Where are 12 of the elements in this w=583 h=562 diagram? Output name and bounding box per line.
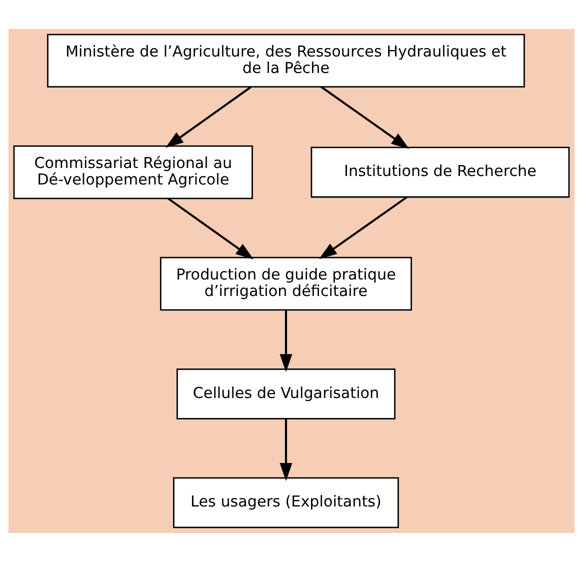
node-box: Commissariat Régional au Dé-veloppement Agricole [13,145,253,200]
node-box: Institutions de Recherche [310,146,570,198]
arrow [168,198,254,260]
node-box: Ministère de l’Agriculture, des Ressources Hydrauliques et de la Pêche [47,34,525,88]
arrow [280,418,292,481]
arrow [318,196,408,260]
node-box: Production de guide pratique d’irrigation déficitaire [160,256,412,311]
node-box: Cellules de Vulgarisation [176,368,396,420]
arrow [166,86,252,148]
arrow [280,310,292,372]
node-box: Les usagers (Exploitants) [173,477,399,528]
arrow [320,86,410,149]
